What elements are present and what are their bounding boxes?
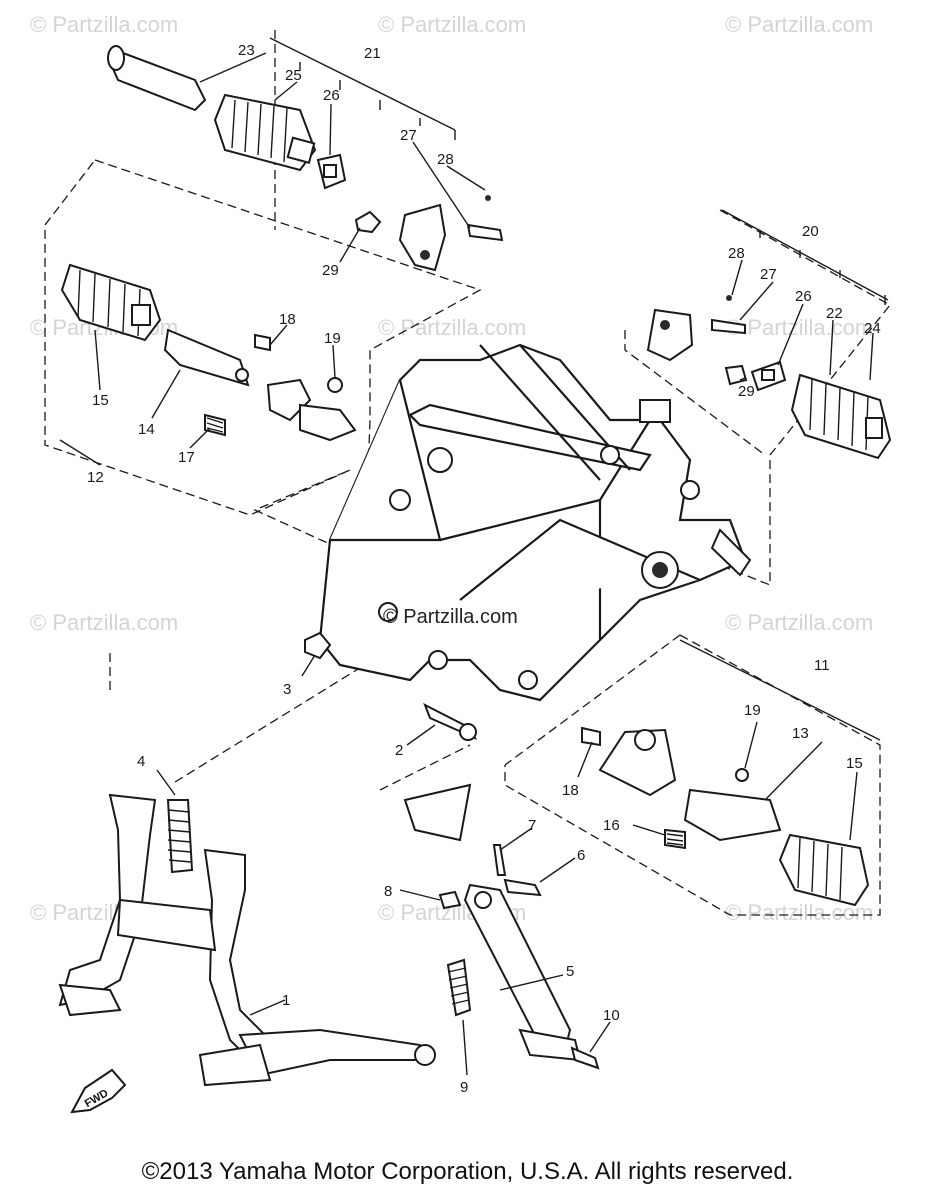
label-15a: 15 bbox=[92, 392, 109, 409]
watermark: © Partzilla.com bbox=[30, 12, 178, 37]
label-18b: 18 bbox=[562, 782, 579, 799]
group-brackets bbox=[59, 37, 889, 741]
label-29a: 29 bbox=[322, 262, 339, 279]
label-4: 4 bbox=[137, 753, 145, 770]
leader-lines bbox=[94, 52, 874, 1076]
watermark: © Partzilla.com bbox=[30, 610, 178, 635]
label-27b: 27 bbox=[760, 266, 777, 283]
label-8: 8 bbox=[384, 883, 392, 900]
label-1: 1 bbox=[282, 992, 290, 1009]
center-stand bbox=[58, 793, 436, 1087]
part-labels: 23 25 21 26 27 28 29 18 19 15 14 17 12 2… bbox=[87, 42, 881, 1096]
left-footrest-parts bbox=[60, 263, 357, 442]
label-10: 10 bbox=[603, 1007, 620, 1024]
label-11: 11 bbox=[814, 657, 830, 674]
label-13: 13 bbox=[792, 725, 809, 742]
frame-hardware bbox=[304, 631, 478, 741]
watermark: © Partzilla.com bbox=[378, 315, 526, 340]
frame: © Partzilla.com bbox=[318, 343, 752, 702]
label-18a: 18 bbox=[279, 311, 296, 328]
label-29b: 29 bbox=[738, 383, 755, 400]
right-lower-footrest-parts bbox=[581, 726, 870, 907]
label-3: 3 bbox=[283, 681, 291, 698]
watermark: © Partzilla.com bbox=[725, 315, 873, 340]
label-5: 5 bbox=[566, 963, 574, 980]
label-22: 22 bbox=[826, 305, 843, 322]
label-26a: 26 bbox=[323, 87, 340, 104]
label-20: 20 bbox=[802, 223, 819, 240]
label-21: 21 bbox=[364, 45, 381, 62]
label-12: 12 bbox=[87, 469, 104, 486]
label-25: 25 bbox=[285, 67, 302, 84]
label-23: 23 bbox=[238, 42, 255, 59]
label-9: 9 bbox=[460, 1079, 468, 1096]
rear-footrest-left-parts bbox=[107, 45, 347, 190]
watermark: © Partzilla.com bbox=[725, 12, 873, 37]
label-15b: 15 bbox=[846, 755, 863, 772]
center-watermark: © Partzilla.com bbox=[383, 606, 518, 628]
label-6: 6 bbox=[577, 847, 585, 864]
rear-bracket-left bbox=[354, 195, 504, 272]
label-7: 7 bbox=[528, 817, 536, 834]
label-16: 16 bbox=[603, 817, 620, 834]
label-28a: 28 bbox=[437, 151, 454, 168]
watermark: © Partzilla.com bbox=[378, 12, 526, 37]
label-2: 2 bbox=[395, 742, 403, 759]
right-footrest-parts bbox=[646, 295, 892, 460]
label-19a: 19 bbox=[324, 330, 341, 347]
side-stand bbox=[403, 783, 600, 1070]
label-26b: 26 bbox=[795, 288, 812, 305]
label-24: 24 bbox=[864, 320, 881, 337]
label-27a: 27 bbox=[400, 127, 417, 144]
watermark: © Partzilla.com bbox=[725, 610, 873, 635]
label-19b: 19 bbox=[744, 702, 761, 719]
label-28b: 28 bbox=[728, 245, 745, 262]
label-14: 14 bbox=[138, 421, 155, 438]
copyright-notice: ©2013 Yamaha Motor Corporation, U.S.A. A… bbox=[141, 1158, 794, 1185]
label-17: 17 bbox=[178, 449, 195, 466]
fwd-arrow-icon: FWD bbox=[70, 1068, 127, 1114]
